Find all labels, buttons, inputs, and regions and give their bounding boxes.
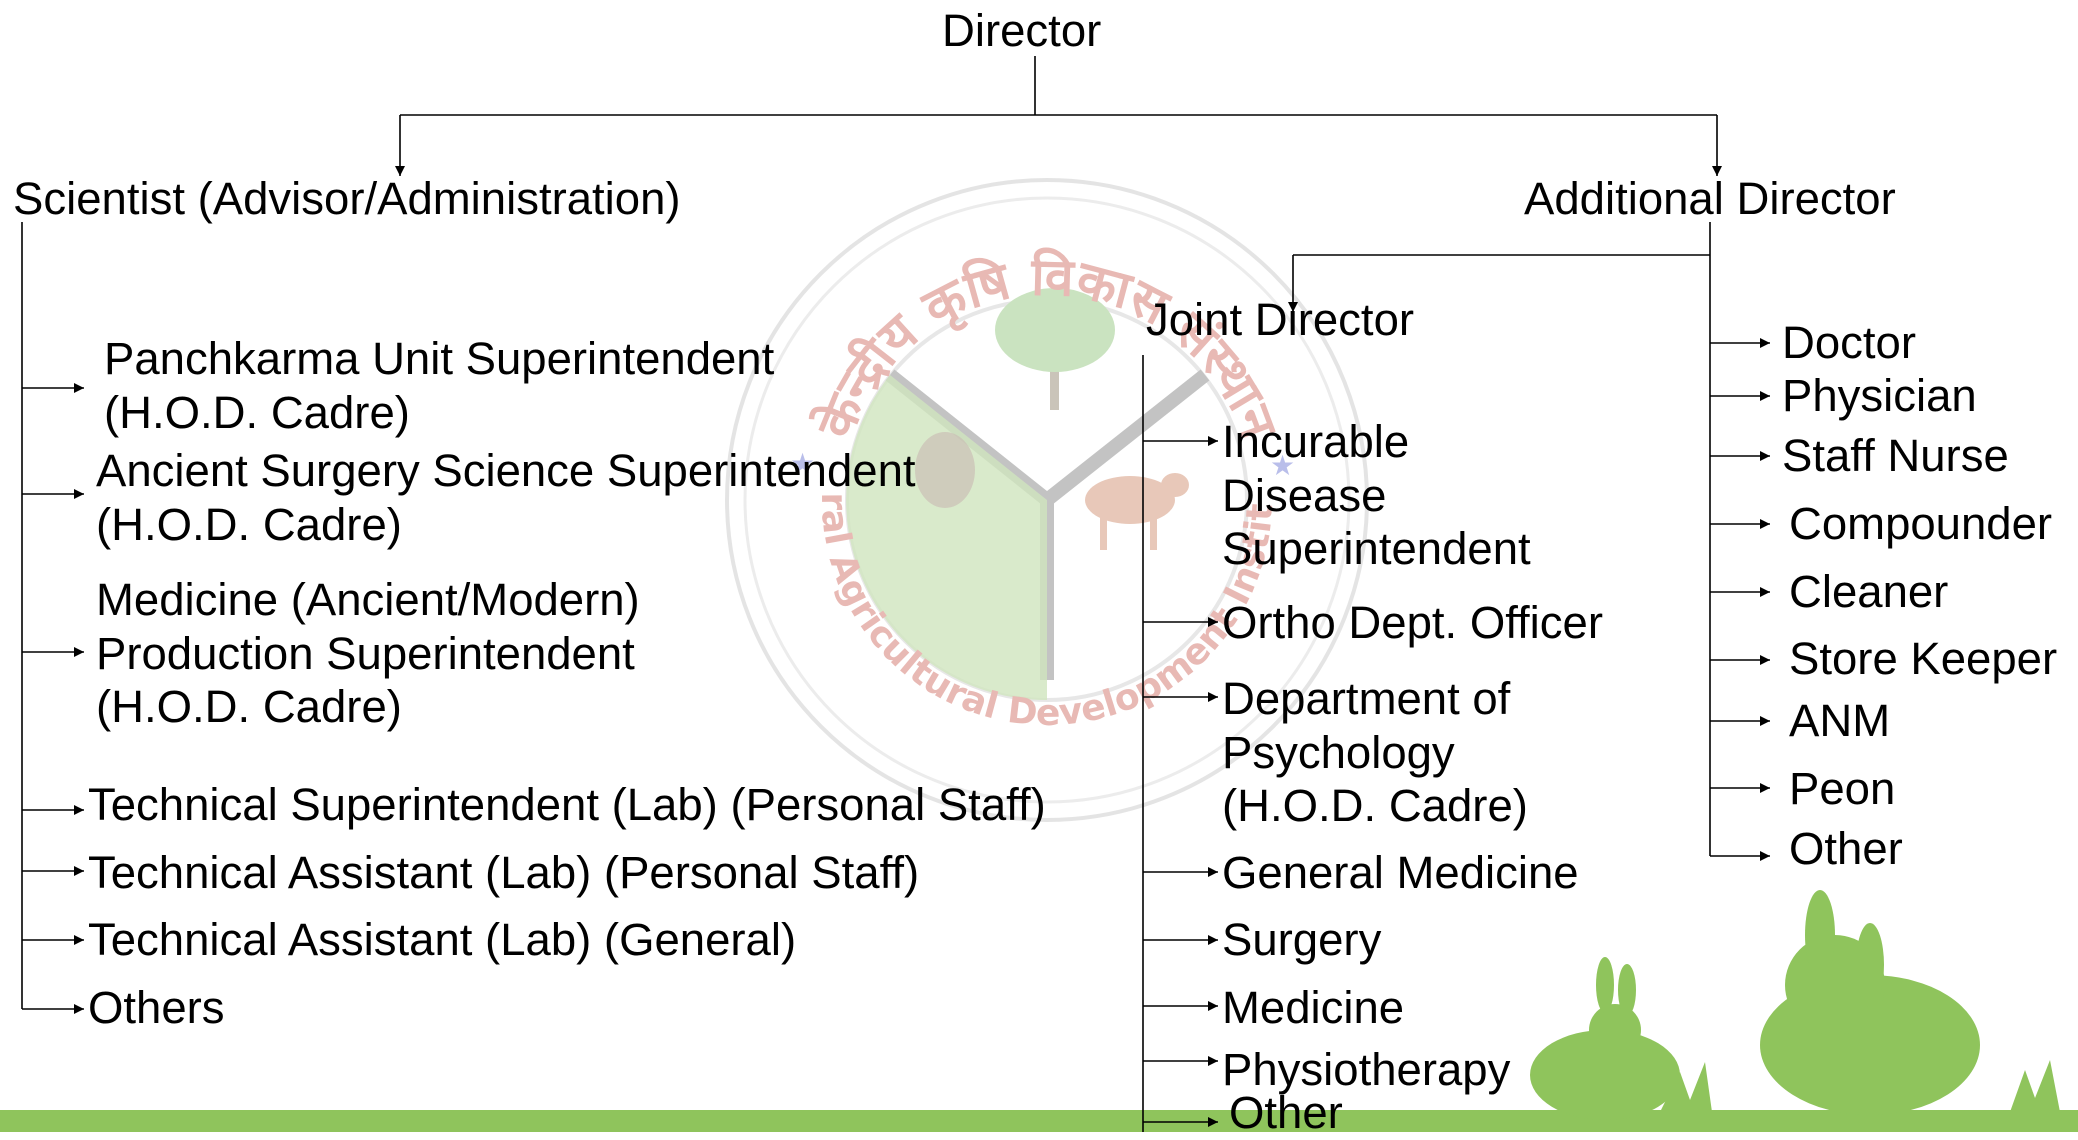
tree-icon <box>995 288 1115 410</box>
svg-text:★: ★ <box>1270 449 1295 482</box>
cow-icon <box>1085 473 1189 550</box>
footer-decoration <box>0 890 2078 1132</box>
mid-item-medicine: Medicine <box>1222 982 1405 1033</box>
rabbit-small-icon <box>1530 957 1680 1120</box>
mid-item-general-medicine: General Medicine <box>1222 847 1579 898</box>
mid-item-psychology: Department of Psychology (H.O.D. Cadre) <box>1222 673 1528 831</box>
rabbit-large-icon <box>1760 890 1980 1115</box>
scientist-node: Scientist (Advisor/Administration) <box>13 173 681 224</box>
left-item-panchkarma: Panchkarma Unit Superintendent (H.O.D. C… <box>104 333 775 438</box>
left-item-technical-assistant-general: Technical Assistant (Lab) (General) <box>88 914 797 965</box>
joint-director-node: Joint Director <box>1146 294 1415 345</box>
right-item-peon: Peon <box>1789 763 1896 814</box>
mid-item-other: Other <box>1229 1087 1343 1138</box>
left-item-technical-assistant-personal: Technical Assistant (Lab) (Personal Staf… <box>88 847 920 898</box>
svg-text:★: ★ <box>790 447 815 480</box>
mid-item-physiotherapy: Physiotherapy <box>1222 1044 1511 1095</box>
root-node-director: Director <box>942 5 1102 56</box>
right-item-cleaner: Cleaner <box>1789 566 1949 617</box>
right-item-physician: Physician <box>1782 370 1977 421</box>
left-item-others: Others <box>88 982 225 1033</box>
connector-lines <box>21 56 1770 1132</box>
right-item-doctor: Doctor <box>1782 317 1917 368</box>
right-item-anm: ANM <box>1789 695 1891 746</box>
mid-item-ortho: Ortho Dept. Officer <box>1222 597 1603 648</box>
mid-item-incurable-disease: Incurable Disease Superintendent <box>1222 416 1531 574</box>
grass-icon <box>1660 1060 2060 1112</box>
left-item-medicine-production: Medicine (Ancient/Modern) Production Sup… <box>96 574 640 732</box>
right-item-other: Other <box>1789 823 1903 874</box>
additional-director-node: Additional Director <box>1524 173 1896 224</box>
mid-item-surgery: Surgery <box>1222 914 1382 965</box>
right-item-compounder: Compounder <box>1789 498 2053 549</box>
left-item-technical-superintendent: Technical Superintendent (Lab) (Personal… <box>88 779 1046 830</box>
right-item-staff-nurse: Staff Nurse <box>1782 430 2009 481</box>
right-item-store-keeper: Store Keeper <box>1789 633 2058 684</box>
left-item-ancient-surgery: Ancient Surgery Science Superintendent (… <box>96 445 916 550</box>
